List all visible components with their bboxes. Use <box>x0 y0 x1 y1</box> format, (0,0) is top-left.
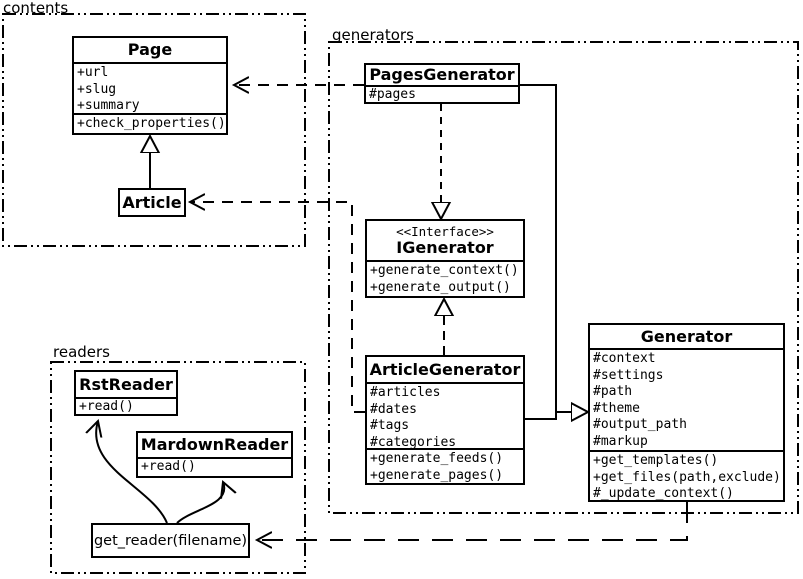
edge-getreader-to-rstreader <box>96 421 168 524</box>
class-method: +read() <box>141 459 196 474</box>
class-attribute: #pages <box>369 87 416 102</box>
class-method: +generate_pages() <box>370 467 504 483</box>
class-generator: Generator #context #settings #path #them… <box>588 323 785 502</box>
class-attribute: +url <box>77 65 109 80</box>
class-methods-mardownreader: +read() <box>138 457 291 476</box>
class-method: +generate_feeds() <box>370 451 504 466</box>
class-attribute: +slug <box>77 81 117 97</box>
class-title-generator: Generator <box>640 326 733 346</box>
class-method: +read() <box>79 399 134 414</box>
package-label-generators: generators <box>332 26 414 44</box>
class-stereotype-interface: <<Interface>> <box>396 223 494 239</box>
class-attribute: #settings <box>593 367 664 383</box>
class-attribute: #articles <box>370 385 441 400</box>
class-attribute: #context <box>593 351 656 366</box>
class-page: Page +url +slug +summary +check_properti… <box>72 36 228 135</box>
edge-articlegenerator-extends-generator <box>525 412 557 420</box>
class-attribute: #markup <box>593 433 648 449</box>
class-name-igenerator: IGenerator <box>396 237 494 257</box>
package-border-generators <box>328 41 799 514</box>
class-method: +get_templates() <box>593 453 719 468</box>
class-pagesgenerator: PagesGenerator #pages <box>364 63 520 104</box>
class-article: Article <box>118 188 186 217</box>
class-mardownreader: MardownReader +read() <box>136 431 293 478</box>
package-label-readers: readers <box>53 343 110 361</box>
class-attribute: #dates <box>370 401 417 417</box>
package-label-contents: contents <box>3 0 69 17</box>
class-method: +get_files(path,exclude) <box>593 469 781 485</box>
class-methods-igenerator: +generate_context() +generate_output() <box>367 260 523 296</box>
class-method: +check_properties() <box>77 116 226 131</box>
edge-pagesgenerator-extends-generator <box>520 84 571 412</box>
class-attribute: #theme <box>593 400 640 416</box>
edge-getreader-to-mardownreader <box>176 482 224 524</box>
class-title-page: Page <box>127 40 173 60</box>
class-attribute: #path <box>593 384 633 399</box>
class-attributes-articlegenerator: #articles #dates #tags #categories <box>367 382 523 448</box>
class-attribute: #output_path <box>593 417 687 432</box>
class-title-mardownreader: MardownReader <box>140 435 289 455</box>
class-attributes-page: +url +slug +summary <box>74 62 226 113</box>
package-border-contents <box>2 13 306 247</box>
class-method: +generate_output() <box>370 279 511 295</box>
class-methods-rstreader: +read() <box>76 397 176 414</box>
class-methods-page: +check_properties() <box>74 113 226 133</box>
class-methods-generator: +get_templates() +get_files(path,exclude… <box>590 450 783 500</box>
class-rstreader: RstReader +read() <box>74 370 178 416</box>
class-title-pagesgenerator: PagesGenerator <box>369 65 515 85</box>
class-articlegenerator: ArticleGenerator #articles #dates #tags … <box>365 355 525 485</box>
class-method: #_update_context() <box>593 486 734 500</box>
package-border-readers <box>50 361 306 574</box>
class-methods-articlegenerator: +generate_feeds() +generate_pages() <box>367 448 523 483</box>
edge-generator-depends-getreader <box>257 502 688 540</box>
class-attribute: #categories <box>370 434 457 449</box>
class-igenerator: <<Interface>> IGenerator +generate_conte… <box>365 219 525 298</box>
function-node-get-reader: get_reader(filename) <box>91 523 250 558</box>
class-attribute: #tags <box>370 418 410 433</box>
class-method: +generate_context() <box>370 263 519 278</box>
class-attribute: +summary <box>77 98 140 113</box>
class-title-article: Article <box>122 192 182 212</box>
class-title-articlegenerator: ArticleGenerator <box>369 359 521 379</box>
edge-articlegenerator-depends-article <box>190 202 365 413</box>
class-title-rstreader: RstReader <box>79 374 173 394</box>
class-title-igenerator: <<Interface>> IGenerator <box>367 221 523 260</box>
class-attributes-pagesgenerator: #pages <box>366 85 518 102</box>
class-attributes-generator: #context #settings #path #theme #output_… <box>590 348 783 450</box>
